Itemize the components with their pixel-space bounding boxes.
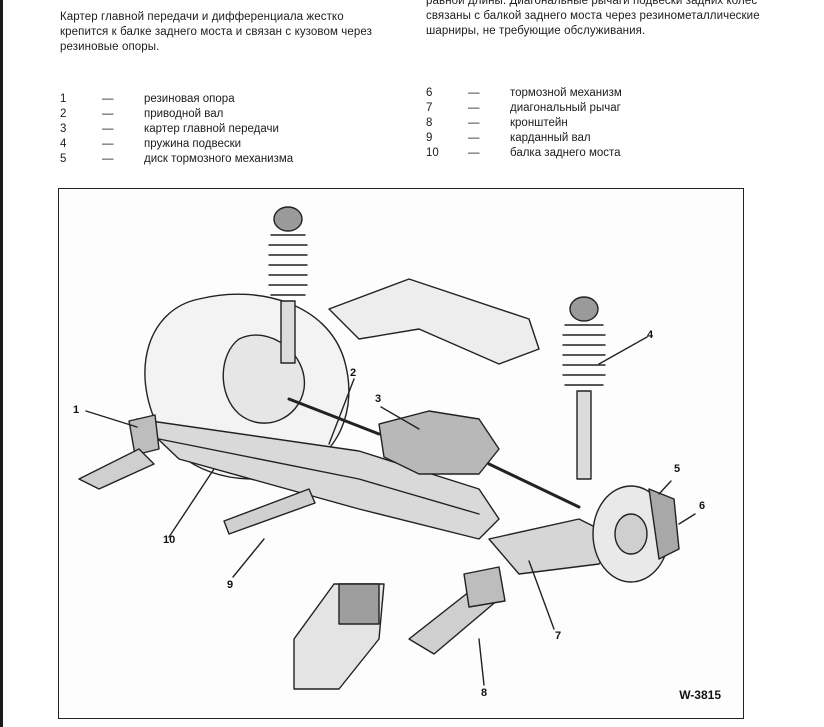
legend-item: 6 — тормозной механизм	[426, 86, 622, 101]
legend-number: 2	[60, 108, 67, 120]
upper-subframe	[328, 278, 540, 365]
right-shock	[576, 390, 592, 480]
legend-item: 1 — резиновая опора	[60, 92, 293, 107]
callout-2: 2	[350, 367, 357, 379]
callout-10: 10	[163, 534, 176, 546]
legend-label: карданный вал	[510, 132, 591, 144]
legend-item: 3 — картер главной передачи	[60, 122, 293, 137]
legend-number: 10	[426, 147, 439, 159]
legend-dash: —	[102, 138, 114, 150]
legend-dash: —	[102, 93, 114, 105]
legend-dash: —	[468, 87, 480, 99]
page-edge-bar	[0, 0, 3, 727]
legend-label: диагональный рычаг	[510, 102, 621, 114]
callout-8: 8	[481, 687, 488, 699]
callout-7: 7	[555, 630, 562, 642]
legend-label: кронштейн	[510, 117, 568, 129]
brake-caliper	[648, 488, 680, 560]
callout-6: 6	[699, 500, 706, 512]
left-bracket	[78, 448, 155, 490]
legend-label: картер главной передачи	[144, 123, 279, 135]
legend-label: тормозной механизм	[510, 87, 622, 99]
legend-label: диск тормозного механизма	[144, 153, 294, 165]
intro-paragraph-left: Картер главной передачи и дифференциала …	[60, 11, 372, 53]
legend-label: приводной вал	[144, 108, 224, 120]
figure-code: W-3815	[679, 688, 721, 702]
right-spring-coils	[562, 324, 606, 386]
legend-dash: —	[468, 117, 480, 129]
legend-label: резиновая опора	[144, 93, 235, 105]
right-drive-shaft	[487, 462, 581, 509]
right-rubber-mount	[463, 566, 506, 608]
lower-bracket-block	[338, 583, 380, 625]
left-shock	[280, 300, 296, 364]
legend-item: 2 — приводной вал	[60, 107, 293, 122]
callout-5: 5	[674, 463, 681, 475]
legend-item: 4 — пружина подвески	[60, 137, 293, 152]
legend-item: 8 — кронштейн	[426, 116, 622, 131]
legend-number: 9	[426, 132, 433, 144]
propeller-shaft	[223, 488, 316, 535]
legend-number: 8	[426, 117, 433, 129]
brake-hub	[614, 513, 648, 555]
legend-item: 10 — балка заднего моста	[426, 146, 622, 161]
beam-rib	[158, 438, 480, 515]
legend-right: 6 — тормозной механизм 7 — диагональный …	[426, 86, 622, 161]
callout-1: 1	[73, 404, 80, 416]
legend-number: 3	[60, 123, 67, 135]
legend-number: 5	[60, 153, 67, 165]
legend-dash: —	[102, 153, 114, 165]
left-spring-cap	[273, 206, 303, 232]
left-spring-coils	[268, 234, 308, 296]
legend-number: 4	[60, 138, 67, 150]
callout-4: 4	[647, 329, 654, 341]
rear-axle-illustration	[78, 206, 696, 690]
legend-dash: —	[468, 147, 480, 159]
legend-number: 6	[426, 87, 433, 99]
callout-3: 3	[375, 393, 382, 405]
callout-9: 9	[227, 579, 234, 591]
left-rubber-mount	[128, 414, 160, 456]
legend-number: 7	[426, 102, 433, 114]
legend-item: 5 — диск тормозного механизма	[60, 152, 293, 167]
left-drive-shaft	[287, 397, 381, 436]
legend-dash: —	[102, 123, 114, 135]
differential-housing	[378, 410, 500, 475]
legend-dash: —	[468, 132, 480, 144]
legend-item: 9 — карданный вал	[426, 131, 622, 146]
legend-label: пружина подвески	[144, 138, 242, 150]
right-spring-cap	[569, 296, 599, 322]
legend-left: 1 — резиновая опора 2 — приводной вал 3 …	[60, 92, 293, 167]
legend-number: 1	[60, 93, 67, 105]
intro-paragraph-right: равной длины. Диагональные рычаги подвес…	[426, 0, 760, 37]
suspension-figure: 1 2 3 4 5 6 7 8 9 10 W-3815	[58, 188, 744, 719]
legend-dash: —	[102, 108, 114, 120]
legend-dash: —	[468, 102, 480, 114]
legend-item: 7 — диагональный рычаг	[426, 101, 622, 116]
legend-label: балка заднего моста	[510, 147, 621, 159]
axle-beam	[136, 418, 500, 540]
